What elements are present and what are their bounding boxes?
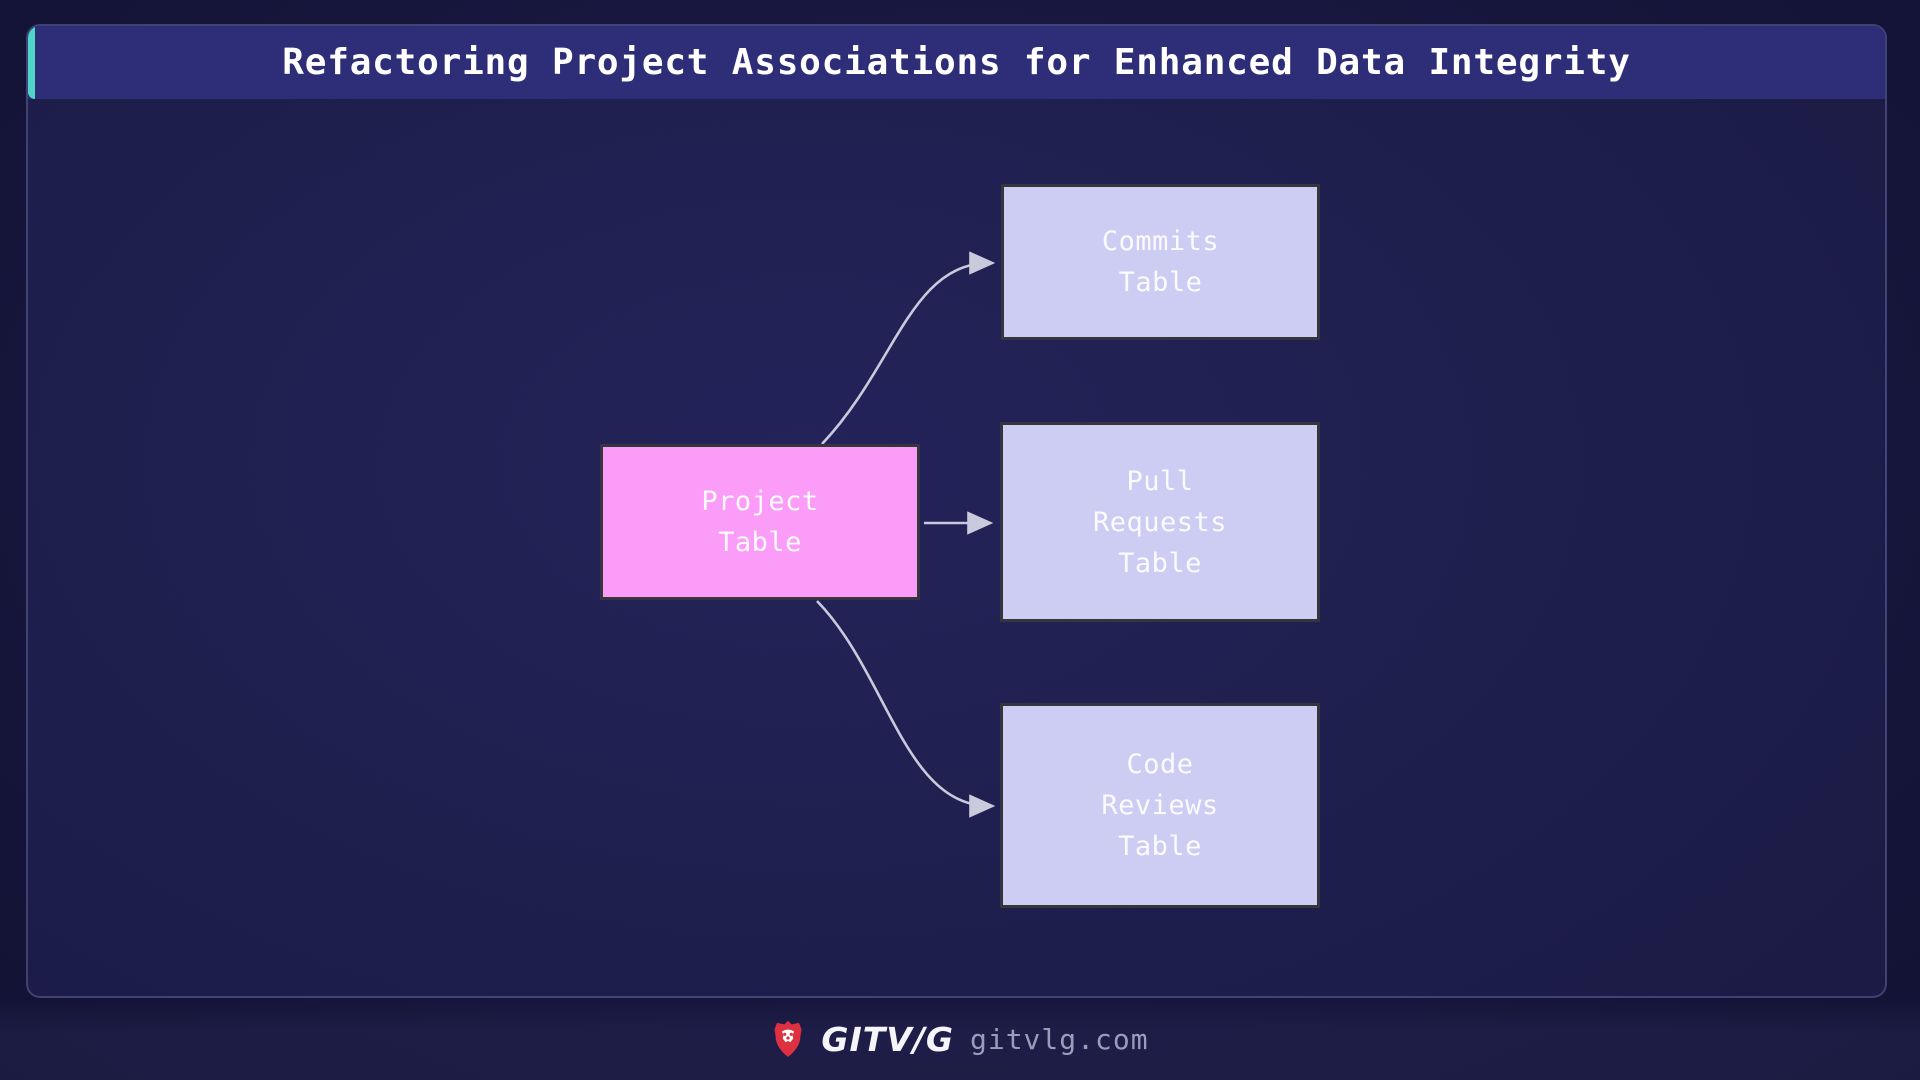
node-commits-table: Commits Table — [1001, 184, 1320, 340]
node-label-line: Commits — [1101, 226, 1220, 257]
node-label-line: Table — [1118, 547, 1202, 579]
node-code-reviews-table: Code Reviews Table — [1000, 703, 1320, 908]
node-label-line: Table — [1118, 267, 1203, 298]
main-panel: Refactoring Project Associations for Enh… — [26, 24, 1887, 998]
page-title: Refactoring Project Associations for Enh… — [282, 42, 1631, 83]
node-label-line: Code — [1126, 749, 1194, 780]
lion-logo-icon — [774, 1020, 802, 1057]
node-project-table: Project Table — [600, 444, 920, 600]
node-label-line: Project — [701, 486, 819, 517]
node-label-line: Table — [1118, 831, 1202, 862]
title-accent-bar — [28, 26, 35, 99]
node-label-line: Reviews — [1101, 790, 1219, 821]
node-label-line: Pull — [1126, 465, 1194, 497]
footer: GITV/G gitvlg.com — [0, 998, 1920, 1080]
site-domain: gitvlg.com — [969, 1022, 1149, 1056]
title-bar: Refactoring Project Associations for Enh… — [28, 26, 1885, 99]
node-pull-requests-table: Pull Requests Table — [1000, 422, 1320, 622]
node-label-line: Requests — [1092, 506, 1228, 538]
node-label-line: Table — [718, 527, 802, 558]
brand-wordmark: GITV/G — [821, 1019, 954, 1059]
